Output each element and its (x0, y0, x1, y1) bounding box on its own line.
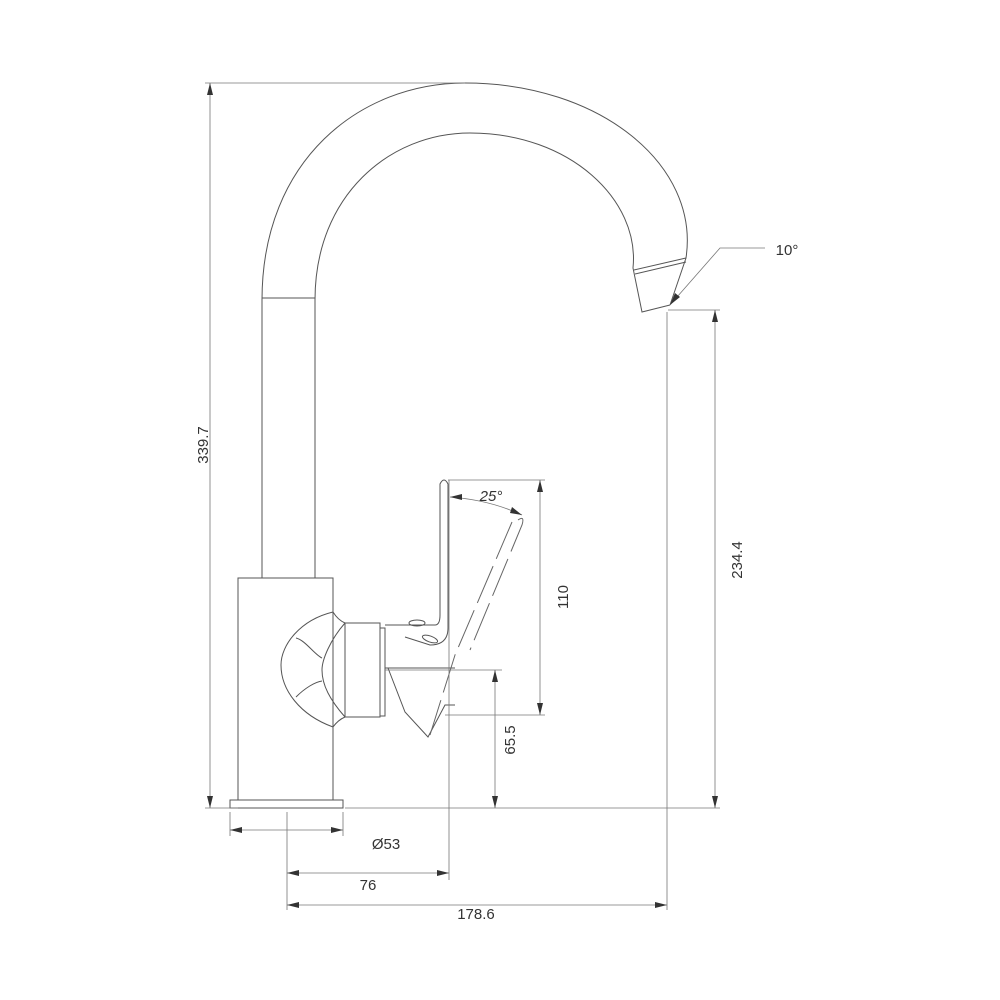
dimension-lines (205, 82, 765, 910)
dim-spout-reach: 178.6 (457, 906, 495, 923)
dim-lever-angle: 25° (479, 488, 503, 505)
body (237, 577, 334, 801)
spout-band-tip (633, 257, 687, 271)
spout-outer (261, 82, 688, 578)
lever-alternate-position (429, 517, 524, 736)
dim-lever-height: 110 (555, 585, 572, 609)
cartridge (344, 622, 381, 718)
dim-base-diameter: Ø53 (372, 836, 400, 853)
dimension-labels: 339.7 234.4 110 65.5 Ø53 76 178.6 10° 25… (195, 242, 798, 923)
spout-inner (314, 132, 671, 578)
dome (280, 611, 334, 728)
dim-spout-height: 234.4 (729, 541, 746, 579)
dim-spout-angle: 10° (776, 242, 799, 259)
lever (385, 479, 449, 646)
dim-lever-base-height: 65.5 (502, 725, 519, 754)
dim-total-height: 339.7 (195, 426, 212, 464)
faucet-outline (229, 82, 688, 809)
dim-lever-offset: 76 (360, 877, 377, 894)
base-plate (229, 799, 344, 809)
